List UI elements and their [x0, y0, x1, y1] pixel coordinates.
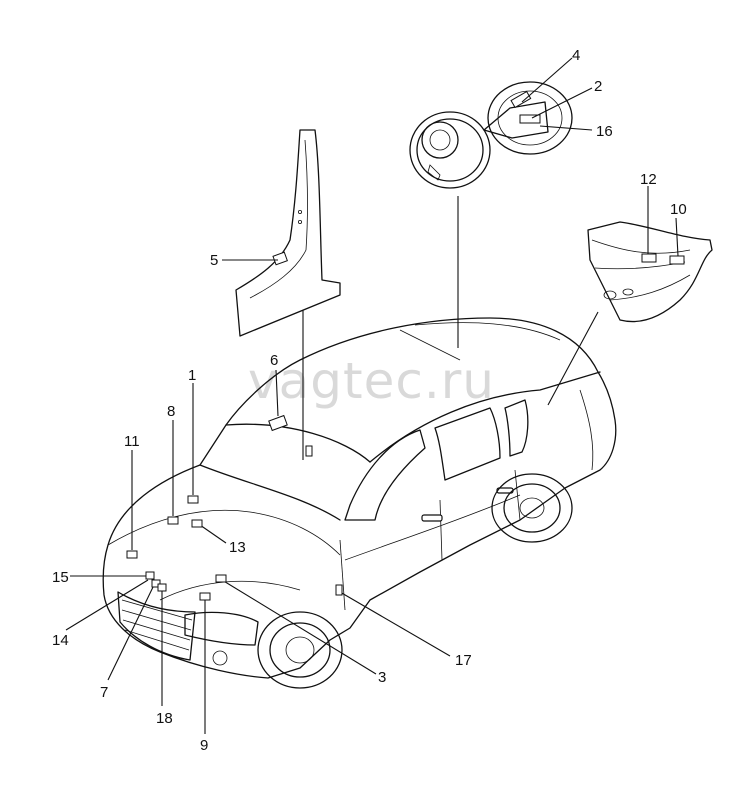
callout-label-14: 14	[52, 632, 69, 649]
callout-label-12: 12	[640, 171, 657, 188]
callout-label-2: 2	[594, 78, 602, 95]
callout-label-9: 9	[200, 737, 208, 754]
callout-numbers: 4 2 16 12 10 5 6 1 8 11 13 15 14 17 3 7 …	[52, 47, 687, 754]
fuel-flap-part	[409, 81, 573, 189]
callout-label-10: 10	[670, 201, 687, 218]
callout-label-7: 7	[100, 684, 108, 701]
leader-lines	[65, 57, 679, 734]
floor-pan-part	[587, 221, 713, 323]
callout-label-16: 16	[596, 123, 613, 140]
callout-label-6: 6	[270, 352, 278, 369]
callout-label-13: 13	[229, 539, 246, 556]
callout-label-4: 4	[572, 47, 580, 64]
callout-label-5: 5	[210, 252, 218, 269]
callout-label-17: 17	[455, 652, 472, 669]
callout-label-15: 15	[52, 569, 69, 586]
watermark: vagtec.ru	[248, 352, 495, 410]
b-pillar-part	[235, 129, 341, 337]
callout-label-11: 11	[124, 433, 140, 450]
car-body	[102, 317, 617, 689]
callout-label-3: 3	[378, 669, 386, 686]
callout-label-1: 1	[188, 367, 196, 384]
interior-tags	[268, 414, 313, 457]
callout-label-18: 18	[156, 710, 173, 727]
callout-label-8: 8	[167, 403, 175, 420]
